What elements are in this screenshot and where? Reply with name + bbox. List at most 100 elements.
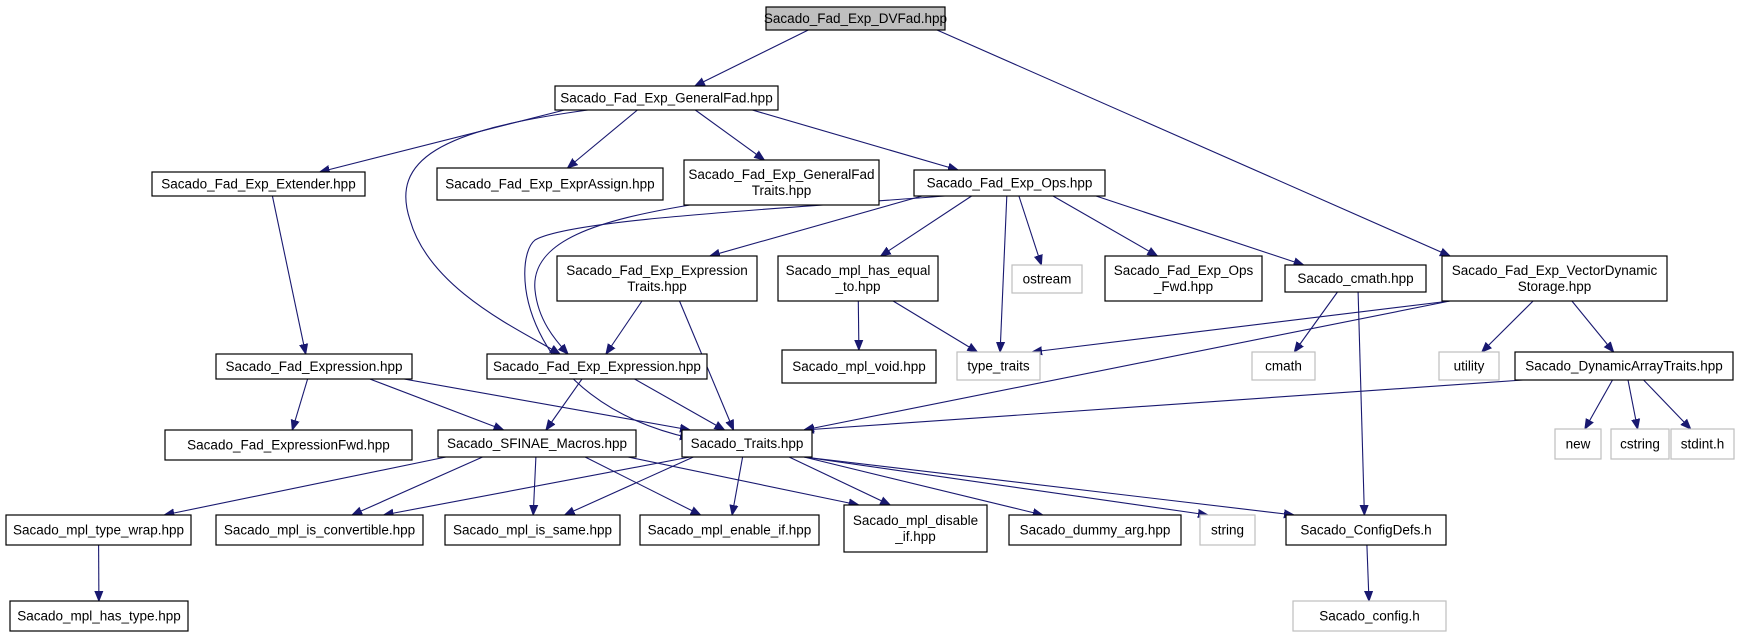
node-issame[interactable]: Sacado_mpl_is_same.hpp [444,514,621,546]
node-box [956,351,1041,381]
node-expexpression[interactable]: Sacado_Fad_Exp_Expression.hpp [486,353,708,380]
node-box [843,504,988,553]
node-box [683,159,880,206]
edge-generalfad-to-ops [752,109,958,170]
node-label: Sacado_Fad_Exp_VectorDynamic [1452,263,1658,278]
node-label: Sacado_Fad_ExpressionFwd.hpp [187,438,390,453]
edge-ops-to-exprtraits [710,195,923,256]
edge-configdefs-to-config [1367,544,1369,601]
node-label: Sacado_Fad_Exp_DVFad.hpp [764,11,947,26]
node-box [1199,514,1256,546]
node-label: Sacado_config.h [1319,609,1420,624]
node-exprassign[interactable]: Sacado_Fad_Exp_ExprAssign.hpp [436,167,664,201]
node-label: cstring [1620,437,1660,452]
edge-sfinae-to-disableif [627,456,859,505]
node-cmath: cmath [1251,351,1316,381]
node-label: Sacado_Fad_Exp_Ops.hpp [927,176,1093,191]
node-label: stdint.h [1681,437,1725,452]
node-label: Sacado_Fad_Exp_ExprAssign.hpp [445,177,654,192]
edge-dynarray-to-new [1585,379,1613,429]
node-dummyarg[interactable]: Sacado_dummy_arg.hpp [1008,514,1182,546]
node-hastype[interactable]: Sacado_mpl_has_type.hpp [9,600,189,632]
node-box [554,85,779,111]
edge-hasequal-to-typetraits [892,300,977,352]
edge-dvfad-to-generalfad [695,29,809,86]
node-label: Sacado_mpl_disable [853,513,978,528]
node-box [1554,428,1602,460]
node-box [1251,351,1316,381]
node-box [681,429,813,458]
edge-ops-to-hasequal [881,195,972,256]
edge-traits-to-enableif [732,456,744,515]
node-label: Sacado_mpl_has_type.hpp [17,609,181,624]
node-label: Sacado_cmath.hpp [1297,271,1413,286]
node-cmathhpp[interactable]: Sacado_cmath.hpp [1284,264,1427,293]
node-sfinae[interactable]: Sacado_SFINAE_Macros.hpp [437,429,637,458]
node-utility: utility [1438,351,1500,381]
node-label: cmath [1265,359,1302,374]
node-box [9,600,189,632]
edge-cmathhpp-to-cmath [1294,291,1338,352]
node-box [1284,264,1427,293]
node-box [437,429,637,458]
node-box [444,514,621,546]
node-label: _to.hpp [834,279,880,294]
node-box [781,349,937,384]
node-label: Traits.hpp [627,279,687,294]
node-label: _Fwd.hpp [1153,279,1213,294]
node-box [1008,514,1182,546]
edge-sfinae-to-typewrap [164,456,447,515]
node-extender[interactable]: Sacado_Fad_Exp_Extender.hpp [151,171,366,197]
edge-ops-to-traits [524,195,946,438]
node-typewrap[interactable]: Sacado_mpl_type_wrap.hpp [5,514,192,546]
node-hasequal[interactable]: Sacado_mpl_has_equal_to.hpp [777,255,939,302]
node-exprfwd[interactable]: Sacado_Fad_ExpressionFwd.hpp [164,429,413,461]
node-label: Sacado_SFINAE_Macros.hpp [447,436,627,451]
edge-vecdyn-to-utility [1482,300,1534,352]
edge-exprtraits-to-expexpression [606,300,643,354]
node-disableif[interactable]: Sacado_mpl_disable_if.hpp [843,504,988,553]
node-box [556,255,758,302]
node-fadexpression[interactable]: Sacado_Fad_Expression.hpp [215,353,413,380]
node-box [1285,514,1447,546]
node-isconvertible[interactable]: Sacado_mpl_is_convertible.hpp [215,514,424,546]
node-dynarray[interactable]: Sacado_DynamicArrayTraits.hpp [1514,351,1734,381]
edge-ops-to-cmathhpp [1095,195,1304,265]
edge-traits-to-isconvertible [384,456,691,515]
node-label: Storage.hpp [1518,279,1592,294]
node-label: Sacado_mpl_type_wrap.hpp [13,523,184,538]
edge-fadexpression-to-exprfwd [292,378,309,430]
node-box [215,353,413,380]
node-configdefs[interactable]: Sacado_ConfigDefs.h [1285,514,1447,546]
node-label: Sacado_Fad_Exp_Extender.hpp [161,177,355,192]
edge-expexpression-to-sfinae [546,378,583,430]
edge-traits-to-issame [565,456,694,515]
node-label: Sacado_Fad_Exp_GeneralFad [688,167,874,182]
edge-vecdyn-to-dynarray [1571,300,1614,352]
node-enableif[interactable]: Sacado_mpl_enable_if.hpp [639,514,820,546]
node-opsfwd[interactable]: Sacado_Fad_Exp_Ops_Fwd.hpp [1104,255,1263,302]
node-box [1011,264,1083,294]
node-label: Sacado_Traits.hpp [691,436,804,451]
node-dvfad[interactable]: Sacado_Fad_Exp_DVFad.hpp [764,6,947,31]
node-cstring: cstring [1610,428,1670,460]
edge-dynarray-to-traits [804,379,1524,430]
node-traits[interactable]: Sacado_Traits.hpp [681,429,813,458]
node-stdint: stdint.h [1670,428,1735,460]
node-generalfad[interactable]: Sacado_Fad_Exp_GeneralFad.hpp [554,85,779,111]
node-box [1292,600,1447,632]
node-label: string [1211,523,1244,538]
node-box [1610,428,1670,460]
node-new: new [1554,428,1602,460]
edge-cmathhpp-to-configdefs [1357,291,1364,515]
node-ops[interactable]: Sacado_Fad_Exp_Ops.hpp [913,169,1106,197]
node-box [151,171,366,197]
node-label: utility [1454,359,1485,374]
node-mplvoid[interactable]: Sacado_mpl_void.hpp [781,349,937,384]
edge-fadexpression-to-sfinae [369,378,504,430]
node-label: Sacado_mpl_is_same.hpp [453,523,612,538]
